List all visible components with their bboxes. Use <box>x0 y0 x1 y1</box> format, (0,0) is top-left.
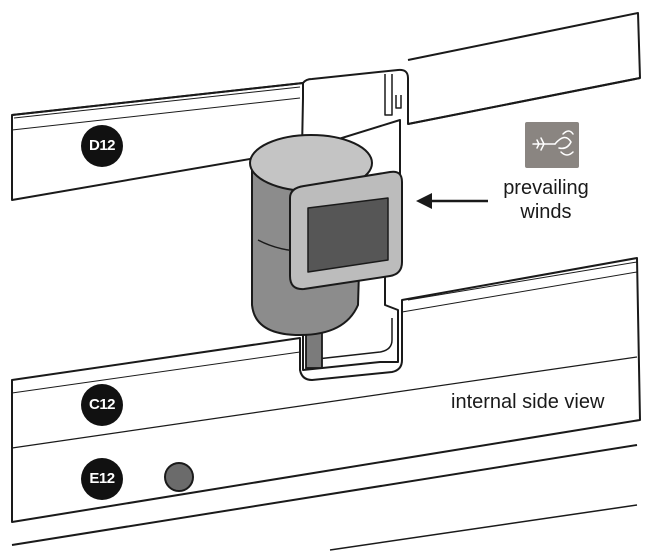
sensor-unit <box>249 134 403 336</box>
prevailing-winds-label: prevailing winds <box>496 176 596 224</box>
wind-label-line-1: prevailing <box>503 177 589 199</box>
panel-knob <box>164 462 194 492</box>
badge-d12: D12 <box>81 125 123 167</box>
arrow-left-icon <box>416 193 488 209</box>
wind-label-line-2: winds <box>520 201 572 223</box>
lower-panel <box>11 257 641 551</box>
sensor-display-screen <box>307 197 389 273</box>
internal-side-view-label: internal side view <box>451 391 605 413</box>
weather-vane-icon <box>525 122 579 168</box>
upper-panel <box>11 12 641 201</box>
badge-c12: C12 <box>81 384 123 426</box>
badge-e12: E12 <box>81 458 123 500</box>
